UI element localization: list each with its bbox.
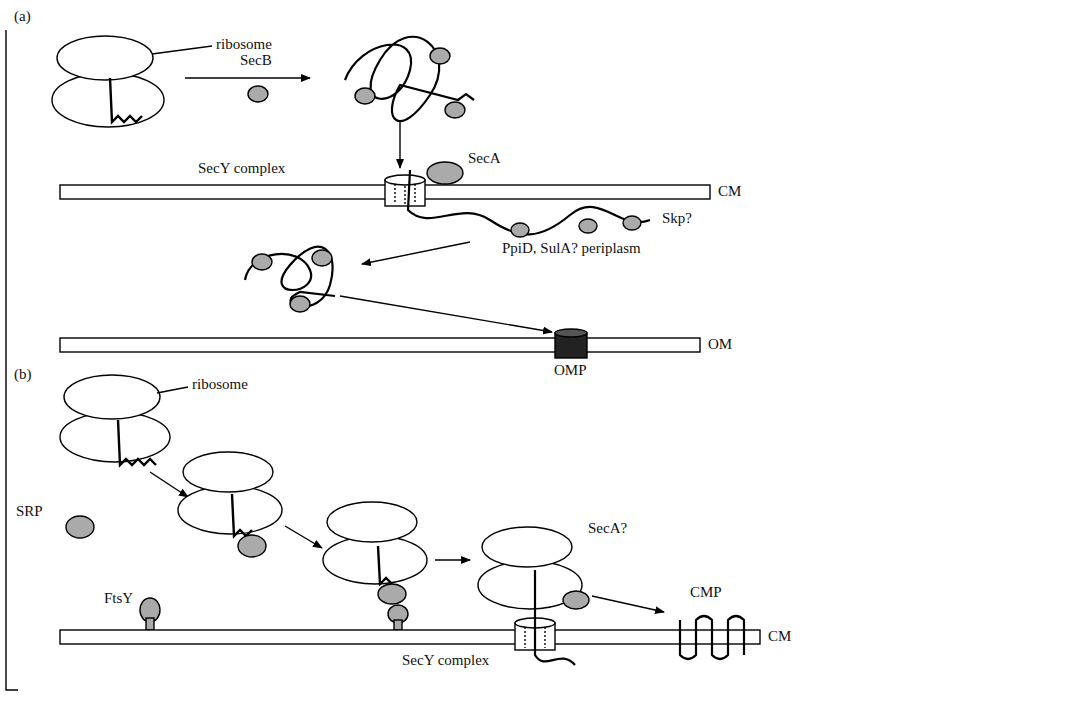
part-label: ribosome xyxy=(214,36,274,53)
part-label: FtsY xyxy=(102,590,135,607)
part-label: OMP xyxy=(552,362,589,379)
membrane-label: OM xyxy=(706,336,734,353)
membrane-label: CM xyxy=(716,183,743,200)
part-label: PpiD, SulA? periplasm xyxy=(500,240,643,257)
part-label: Skp? xyxy=(660,210,694,227)
part-label: CMP xyxy=(688,584,724,601)
part-label: SecB xyxy=(238,52,274,69)
part-label: SecA? xyxy=(586,520,629,537)
part-label: SecY complex xyxy=(400,652,491,669)
part-label: ribosome xyxy=(190,376,250,393)
panel-letter: (a) xyxy=(12,8,33,25)
part-label: SRP xyxy=(14,503,45,520)
part-label: SecY complex xyxy=(196,160,287,177)
part-label: SecA xyxy=(466,150,503,167)
membrane-label: CM xyxy=(766,628,793,645)
panel-letter: (b) xyxy=(12,366,34,383)
